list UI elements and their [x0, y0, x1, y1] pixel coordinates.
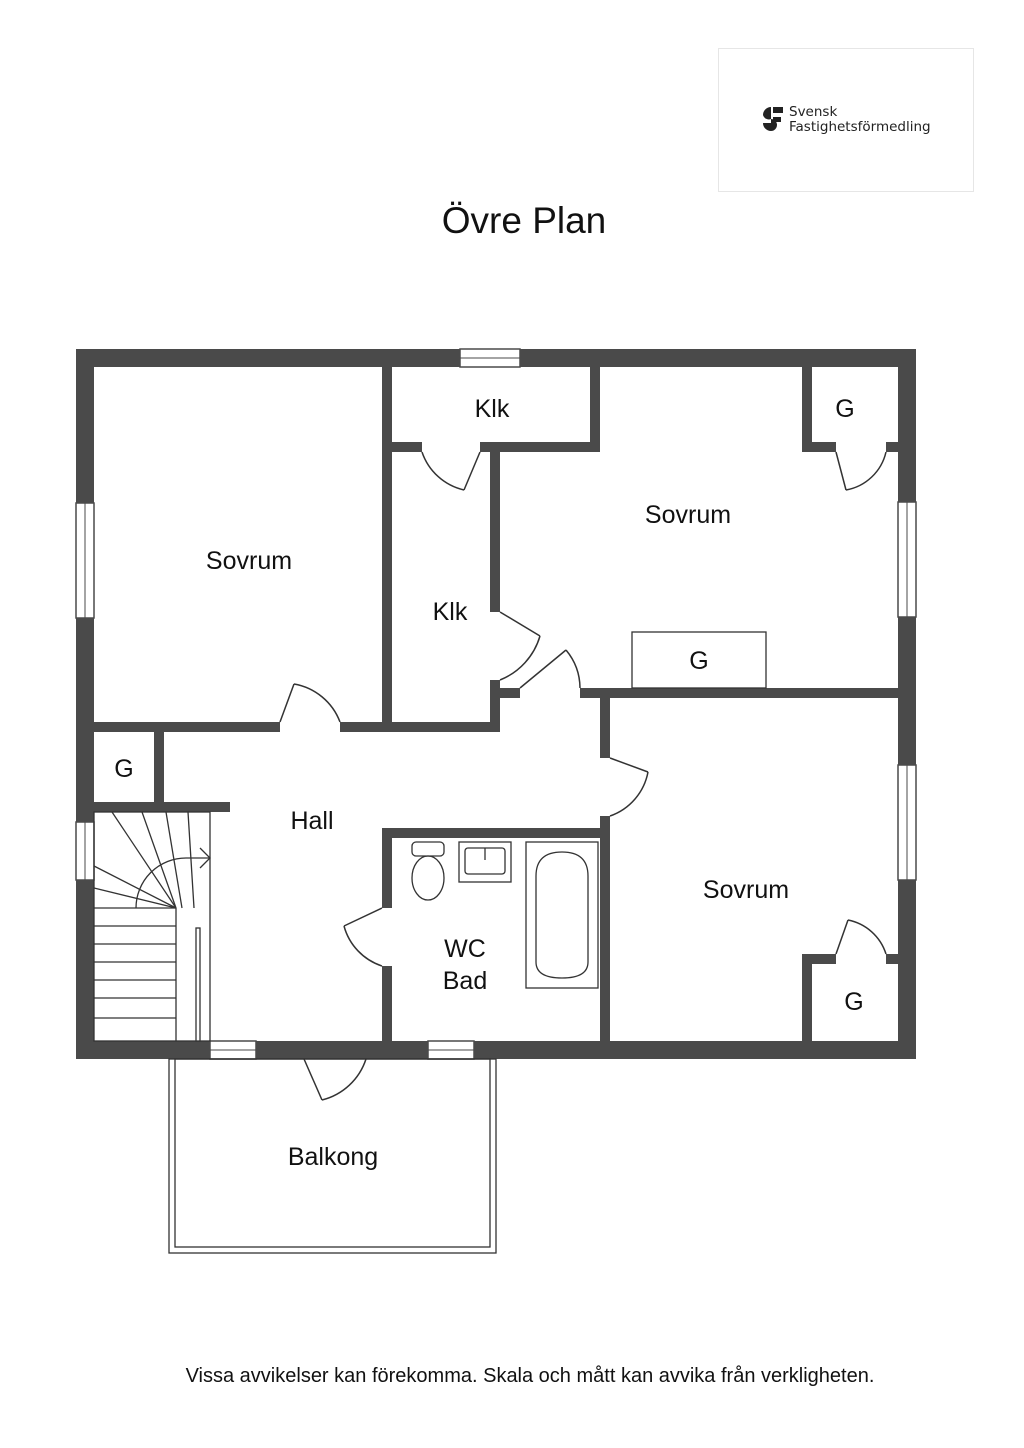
room-label-klk-top: Klk [475, 395, 510, 423]
interior-walls [94, 367, 898, 1041]
doors [279, 451, 887, 1101]
room-label-klk-mid: Klk [433, 598, 468, 626]
room-label-balkong: Balkong [288, 1143, 378, 1171]
door-balkong [303, 1058, 367, 1101]
door-sovrum-nw [279, 683, 341, 723]
door-sovrum-se [609, 757, 649, 817]
room-label-sovrum-nw: Sovrum [206, 547, 292, 575]
room-label-g-ne: G [835, 395, 854, 423]
logo-box: Svensk Fastighetsförmedling [718, 48, 974, 192]
staircase [93, 811, 211, 1042]
room-label-bad: Bad [443, 967, 487, 995]
door-wc [343, 907, 383, 967]
bathtub-icon [525, 841, 599, 989]
door-sovrum-ne [519, 649, 581, 689]
wardrobe-box [631, 631, 767, 689]
room-label-g-west: G [114, 755, 133, 783]
logo-line-1: Svensk [789, 104, 838, 120]
door-klk-top [421, 451, 481, 491]
room-label-wc: WC [444, 935, 486, 963]
sink-icon [458, 841, 512, 883]
toilet-icon [411, 841, 445, 901]
room-label-sovrum-se: Sovrum [703, 876, 789, 904]
door-klk-mid [499, 611, 541, 681]
logo-line-2: Fastighetsförmedling [789, 119, 931, 135]
room-label-g-mid: G [689, 647, 708, 675]
svensk-fastighetsformedling-logo-icon [763, 107, 783, 131]
room-label-g-se: G [844, 988, 863, 1016]
balcony-railing [168, 1058, 497, 1254]
disclaimer-text: Vissa avvikelser kan förekomma. Skala oc… [185, 1365, 875, 1387]
room-labels: Sovrum Klk Klk G Sovrum G G Hall WC Bad … [114, 395, 863, 1171]
door-g-ne [835, 451, 887, 491]
door-g-se [835, 919, 887, 955]
room-label-hall: Hall [290, 807, 333, 835]
logo-wordmark: Svensk Fastighetsförmedling [789, 105, 931, 135]
plan-title: Övre Plan [441, 200, 607, 241]
room-label-sovrum-ne: Sovrum [645, 501, 731, 529]
